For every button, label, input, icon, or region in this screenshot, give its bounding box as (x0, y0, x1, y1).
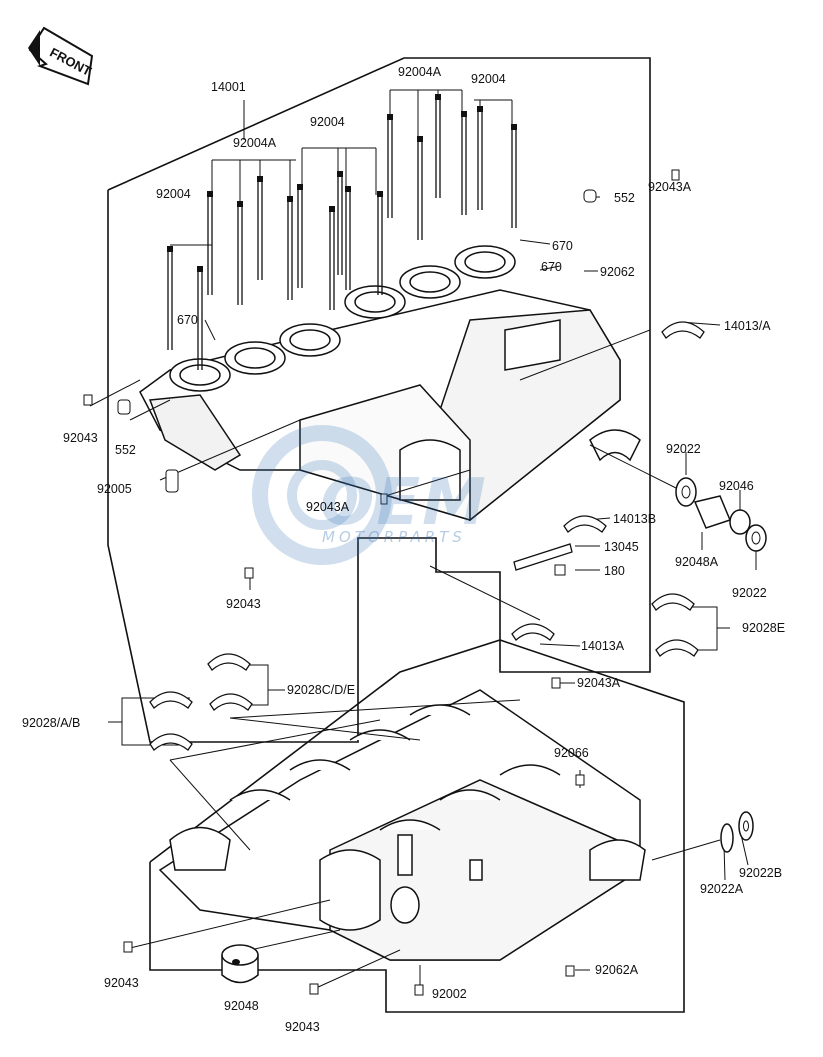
watermark-word: OEM (320, 466, 488, 540)
front-arrow-badge: FRONT (28, 26, 94, 86)
upper-group-outline (107, 57, 651, 743)
lower-small-parts (123, 774, 754, 996)
label-92028AB: 92028/A/B (22, 716, 81, 730)
label-92048: 92048 (224, 999, 259, 1013)
label-92004-mid: 92004 (310, 115, 345, 129)
label-92004-top: 92004 (471, 72, 506, 86)
label-92043-bottom: 92043 (285, 1020, 320, 1034)
label-92043A-topright: 92043A (648, 180, 692, 194)
upper-leader-lines (89, 89, 757, 746)
upper-small-parts (83, 169, 767, 751)
label-92048A: 92048A (675, 555, 719, 569)
label-14013A-lower: 14013A (581, 639, 625, 653)
label-14001: 14001 (211, 80, 246, 94)
label-670-b: 670 (541, 260, 562, 274)
label-180: 180 (604, 564, 625, 578)
label-92004A-left: 92004A (233, 136, 277, 150)
label-92046: 92046 (719, 479, 754, 493)
label-92066: 92066 (554, 746, 589, 760)
label-92005: 92005 (97, 482, 132, 496)
label-92022B: 92022B (739, 866, 783, 880)
label-92028CDE: 92028C/D/E (287, 683, 356, 697)
label-552-left: 552 (115, 443, 136, 457)
oem-watermark-logo (252, 425, 392, 565)
lower-crankcase (158, 689, 646, 961)
label-92062: 92062 (600, 265, 635, 279)
label-92004A-top: 92004A (398, 65, 442, 79)
label-92043-bl: 92043 (104, 976, 139, 990)
upper-crankcase (139, 245, 641, 522)
label-92043A-mid: 92043A (306, 500, 350, 514)
label-92043A-lower: 92043A (577, 676, 621, 690)
label-670-left: 670 (177, 313, 198, 327)
label-92022A: 92022A (700, 882, 744, 896)
label-92043-mid: 92043 (226, 597, 261, 611)
label-14013B: 14013B (613, 512, 657, 526)
watermark-subtitle: MOTORPARTS (322, 528, 466, 546)
label-92022-a: 92022 (666, 442, 701, 456)
label-552-top: 552 (614, 191, 635, 205)
label-14013A-upper: 14013/A (724, 319, 771, 333)
label-92028E: 92028E (742, 621, 786, 635)
label-92062A: 92062A (595, 963, 639, 977)
label-670-a: 670 (552, 239, 573, 253)
label-92043-left: 92043 (63, 431, 98, 445)
label-13045: 13045 (604, 540, 639, 554)
label-92022-b: 92022 (732, 586, 767, 600)
label-92004-left: 92004 (156, 187, 191, 201)
label-92002: 92002 (432, 987, 467, 1001)
